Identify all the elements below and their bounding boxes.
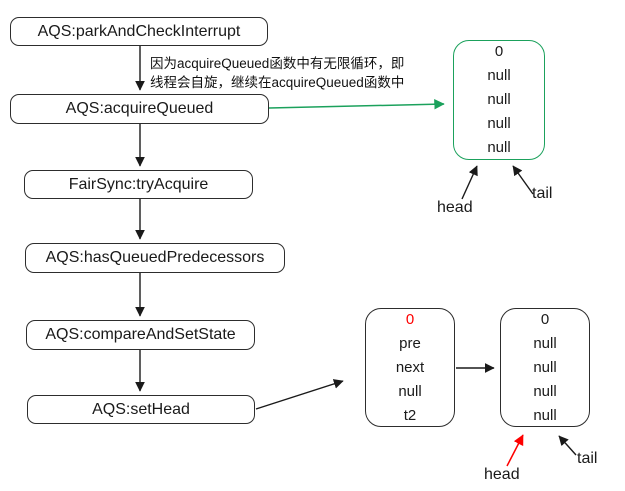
queue-node-field: null bbox=[533, 406, 557, 424]
flow-node-set-head: AQS:setHead bbox=[27, 395, 255, 424]
arrow-tail-pointer-bottom bbox=[558, 435, 577, 456]
annotation-line-1: 因为acquireQueued函数中有无限循环，即 bbox=[150, 56, 405, 71]
queue-node-field: null bbox=[487, 91, 511, 108]
flow-node-compare-and-set-state: AQS:compareAndSetState bbox=[26, 320, 255, 350]
queue-node-field: 0 bbox=[540, 310, 550, 328]
arrow-head-pointer-top bbox=[461, 165, 478, 200]
arrow-head-pointer-bottom bbox=[506, 434, 524, 467]
flow-node-try-acquire: FairSync:tryAcquire bbox=[24, 170, 253, 199]
queue-node-field: null bbox=[533, 334, 557, 352]
tail-label-bottom: tail bbox=[577, 450, 598, 467]
flow-node-acquire-queued: AQS:acquireQueued bbox=[10, 94, 269, 124]
tail-label-top: tail bbox=[532, 185, 553, 202]
flow-node-park-and-check-interrupt: AQS:parkAndCheckInterrupt bbox=[10, 17, 268, 46]
annotation-note: 因为acquireQueued函数中有无限循环，即 线程会自旋，继续在acqui… bbox=[150, 54, 404, 92]
queue-node-field: null bbox=[487, 139, 511, 156]
annotation-line-2: 线程会自旋，继续在acquireQueued函数中 bbox=[150, 75, 405, 90]
queue-node-field: null bbox=[487, 67, 511, 84]
queue-node-field: null bbox=[487, 115, 511, 132]
queue-node-field: null bbox=[398, 382, 422, 400]
flow-node-has-queued-predecessors: AQS:hasQueuedPredecessors bbox=[25, 243, 285, 273]
queue-node-field: 0 bbox=[494, 43, 504, 60]
queue-node-initial: 0 null null null null bbox=[453, 40, 545, 160]
queue-node-field: null bbox=[533, 358, 557, 376]
arrow-acquire-to-initial-queue bbox=[268, 98, 445, 110]
queue-node-t2: 0 pre next null t2 bbox=[365, 308, 455, 427]
queue-node-field: 0 bbox=[405, 310, 415, 328]
head-label-top: head bbox=[437, 199, 473, 216]
queue-node-field: next bbox=[395, 358, 425, 376]
head-label-bottom: head bbox=[484, 466, 520, 483]
queue-node-field: t2 bbox=[403, 406, 417, 424]
queue-node-field: pre bbox=[399, 334, 421, 352]
arrow-sethead-to-t2-node bbox=[255, 379, 344, 410]
queue-node-field: null bbox=[533, 382, 557, 400]
queue-node-new-head: 0 null null null null bbox=[500, 308, 590, 427]
arrow-tail-pointer-top bbox=[512, 165, 534, 195]
